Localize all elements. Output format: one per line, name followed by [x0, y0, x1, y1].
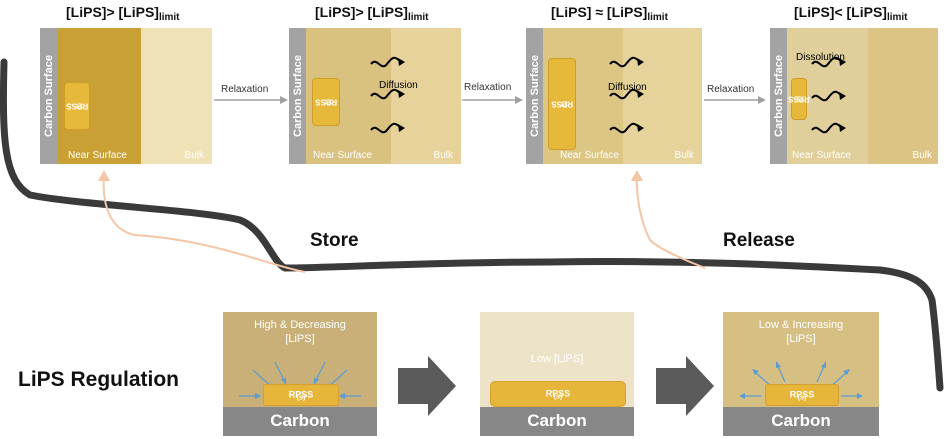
release-connector-arrowhead — [631, 170, 643, 181]
bulk-label: Bulk — [674, 150, 694, 161]
store-label: Store — [310, 230, 359, 251]
regulation-panel-2: Low [LiPS] RPSS(s) Carbon — [480, 312, 634, 436]
panel-3-title: [LiPS] ≈ [LiPS]limit — [551, 4, 668, 23]
rpss-solid-block: RPSS(s) — [765, 384, 839, 406]
transition-block-arrow-1 — [398, 356, 456, 416]
bulk-label: Bulk — [184, 150, 204, 161]
panel-1-title: [LiPS]> [LiPS]limit — [66, 4, 180, 23]
release-connector-line — [635, 175, 706, 269]
panel-3: Carbon Surface RPSS(l) Diffusion Near Su… — [526, 28, 702, 164]
concentration-text: Low & Increasing[LiPS] — [758, 319, 844, 345]
diffusion-squiggle-arrows — [609, 56, 644, 134]
concentration-text: Low [LiPS] — [530, 353, 584, 365]
regulation-panel-3: Low & Increasing[LiPS] RPSS(s) Carbon — [723, 312, 879, 436]
store-connector-line — [102, 175, 306, 273]
lips-regulation-label: LiPS Regulation — [18, 368, 180, 391]
outward-flux-arrows — [739, 361, 863, 399]
rpss-solid-block: RPSS(s) — [490, 381, 626, 407]
process-label: Diffusion — [608, 82, 647, 93]
bulk-region — [391, 28, 461, 164]
process-label: Dissolution — [796, 52, 845, 63]
panel-2: Carbon Surface RPSS(l) Diffusion Near Su… — [289, 28, 461, 164]
panel-2-title: [LiPS]> [LiPS]limit — [315, 4, 429, 23]
voltage-profile-curve — [0, 58, 944, 392]
carbon-surface-bar: Carbon Surface — [526, 28, 543, 164]
bulk-label: Bulk — [912, 150, 932, 161]
near-surface-label: Near Surface — [68, 150, 127, 161]
rpss-liquid-droplet: RPSS(l) — [788, 78, 810, 120]
panel-4: Carbon Surface RPSS(l) Dissolution Near … — [770, 28, 938, 164]
dissolution-squiggle-arrows — [811, 56, 846, 134]
near-surface-label: Near Surface — [792, 150, 851, 161]
relaxation-label-2: Relaxation — [464, 82, 512, 93]
relaxation-arrowhead-1 — [280, 96, 288, 104]
rpss-liquid-droplet: RPSS(l) — [312, 78, 340, 126]
carbon-surface-bar: Carbon Surface — [40, 28, 57, 164]
bulk-label: Bulk — [433, 150, 453, 161]
carbon-substrate: Carbon — [723, 407, 879, 436]
relaxation-arrowhead-2 — [515, 96, 523, 104]
carbon-surface-bar: Carbon Surface — [289, 28, 306, 164]
carbon-substrate: Carbon — [223, 407, 377, 436]
bulk-region — [141, 28, 212, 164]
bulk-region — [623, 28, 702, 164]
rpss-solid-block: RPSS(s) — [263, 384, 339, 406]
store-connector-arrowhead — [98, 170, 110, 181]
rpss-liquid-droplet: RPSS(l) — [64, 82, 90, 130]
concentration-text: High & Decreasing[LiPS] — [254, 319, 346, 345]
release-label: Release — [723, 230, 795, 251]
carbon-substrate: Carbon — [480, 407, 634, 436]
process-label: Diffusion — [379, 80, 418, 91]
relaxation-label-1: Relaxation — [221, 84, 269, 95]
relaxation-arrowhead-3 — [758, 96, 766, 104]
rpss-liquid-droplet: RPSS(l) — [548, 58, 576, 150]
relaxation-label-3: Relaxation — [707, 84, 755, 95]
near-surface-label: Near Surface — [313, 150, 372, 161]
near-surface-label: Near Surface — [560, 150, 619, 161]
panel-4-title: [LiPS]< [LiPS]limit — [794, 4, 908, 23]
regulation-panel-1: High & Decreasing[LiPS] RPSS(s) Carbon — [223, 312, 377, 436]
panel-1: Carbon Surface RPSS(l) Near Surface Bulk — [40, 28, 212, 164]
transition-block-arrow-2 — [656, 356, 714, 416]
diffusion-squiggle-arrows — [370, 56, 405, 134]
bulk-region — [868, 28, 938, 164]
carbon-surface-bar: Carbon Surface — [770, 28, 787, 164]
